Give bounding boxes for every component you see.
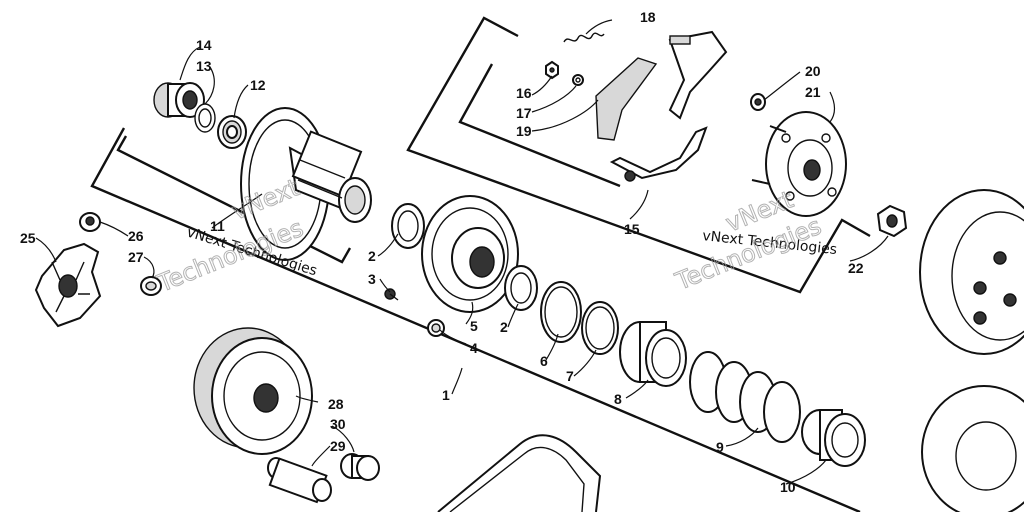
callout-14: 14 <box>196 37 212 53</box>
callout-2-lower: 2 <box>500 319 508 335</box>
hub-nut-part <box>750 93 766 111</box>
bracket-clutch-inner <box>458 63 621 188</box>
callout-29: 29 <box>330 438 346 454</box>
small-nut-part <box>545 60 559 80</box>
callout-6: 6 <box>540 353 548 369</box>
sleeve-part <box>267 457 332 504</box>
callout-2-upper: 2 <box>368 248 376 264</box>
callout-16: 16 <box>516 85 532 101</box>
callout-25: 25 <box>20 230 36 246</box>
callout-3: 3 <box>368 271 376 287</box>
bracket-main-assembly <box>90 127 861 512</box>
callout-8: 8 <box>614 391 622 407</box>
drive-belt-part <box>437 434 602 512</box>
callout-21: 21 <box>805 84 821 100</box>
o-ring-large-part <box>540 281 582 343</box>
clutch-hub-plate-part <box>751 111 847 217</box>
callout-26: 26 <box>128 228 144 244</box>
callout-17: 17 <box>516 105 532 121</box>
callout-12: 12 <box>250 77 266 93</box>
large-nut-part <box>876 204 908 238</box>
oil-seal-upper-part <box>391 203 425 249</box>
driven-pulley-part <box>240 107 372 261</box>
callout-28: 28 <box>328 396 344 412</box>
oil-seal-lower-part <box>504 265 538 311</box>
bracket-clutch-assembly <box>406 16 871 294</box>
callout-13: 13 <box>196 58 212 74</box>
roller-weight-part <box>140 276 162 296</box>
ramp-plate-part <box>34 242 102 328</box>
bracket-shaft-assembly <box>116 135 352 264</box>
small-bolt-part <box>384 288 399 301</box>
sliding-sheave-part <box>421 195 519 313</box>
small-washer-part <box>572 74 584 86</box>
callout-10: 10 <box>780 479 796 495</box>
callout-9: 9 <box>716 439 724 455</box>
callout-11: 11 <box>210 218 225 234</box>
spring-cup-part <box>801 409 866 467</box>
needle-bearing-part <box>153 82 205 118</box>
callout-5: 5 <box>470 318 478 334</box>
fan-plate-part <box>921 385 1024 512</box>
drive-face-part <box>193 327 313 455</box>
callout-30: 30 <box>330 416 346 432</box>
callout-22: 22 <box>848 260 864 276</box>
shoe-spring-part <box>563 32 605 43</box>
callout-19: 19 <box>516 123 532 139</box>
circlip-part <box>194 103 216 133</box>
callout-27: 27 <box>128 249 144 265</box>
callout-18: 18 <box>640 9 656 25</box>
collar-part <box>427 319 445 337</box>
callout-20: 20 <box>805 63 821 79</box>
compression-spring-part <box>689 351 801 443</box>
callout-4: 4 <box>470 340 478 356</box>
clutch-bell-part <box>919 189 1024 355</box>
callout-7: 7 <box>566 368 574 384</box>
clutch-shoe-assembly-part <box>595 30 728 182</box>
slider-piece-part <box>79 212 101 232</box>
o-ring-small-part <box>581 301 619 355</box>
spring-seat-part <box>619 321 687 387</box>
callout-1: 1 <box>442 387 450 403</box>
ball-bearing-part <box>217 115 247 149</box>
bushing-part <box>340 453 380 481</box>
callout-15: 15 <box>624 221 640 237</box>
